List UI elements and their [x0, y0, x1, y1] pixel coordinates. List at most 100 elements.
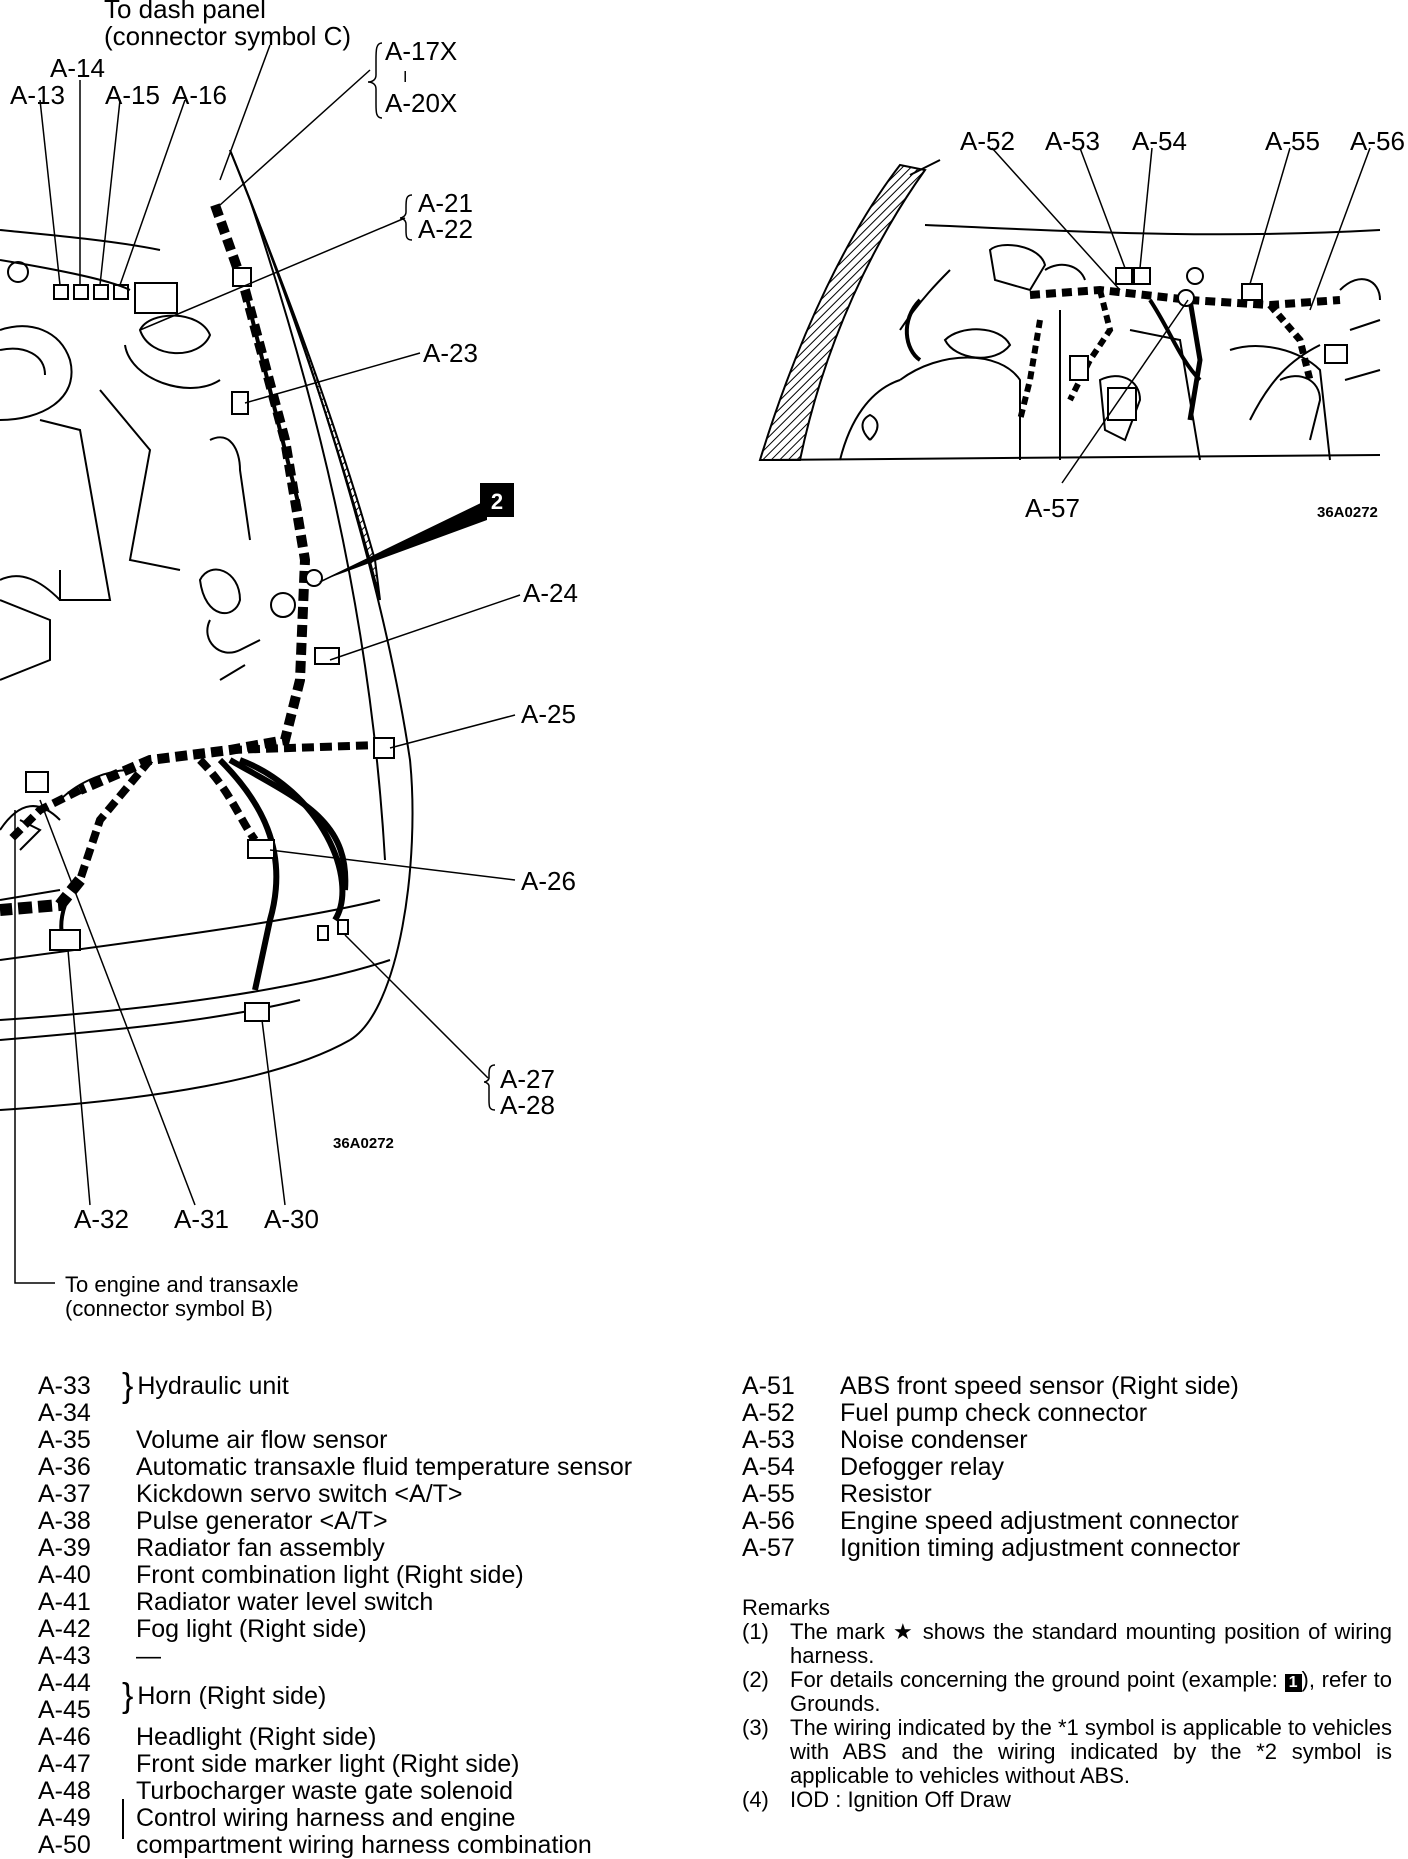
engine-note-line2: (connector symbol B): [65, 1296, 273, 1321]
ground-point-marker: 2: [318, 483, 514, 582]
legend-row: A-40 Front combination light (Right side): [38, 1562, 632, 1589]
label-a28: A-28: [500, 1090, 555, 1120]
label-a25: A-25: [521, 699, 576, 729]
remark-item: (2) For details concerning the ground po…: [742, 1668, 1392, 1716]
legend-code: A-52: [742, 1399, 795, 1427]
label-a17x: A-17X: [385, 36, 457, 66]
image-code-right: 36A0272: [1317, 504, 1378, 521]
legend-code: A-56: [742, 1507, 795, 1535]
legend-name: Control wiring harness and engine: [136, 1804, 516, 1832]
legend-name: —: [136, 1642, 161, 1670]
legend-name: Ignition timing adjustment connector: [840, 1534, 1241, 1562]
legend-code: A-41: [38, 1588, 91, 1616]
label-a57: A-57: [1025, 493, 1080, 523]
legend-code: A-46: [38, 1723, 91, 1751]
legend-code: A-44: [38, 1669, 91, 1697]
remark-number: (2): [742, 1667, 769, 1692]
leader-lines-left: [14, 42, 521, 1284]
remark-item: (3) The wiring indicated by the *1 symbo…: [742, 1716, 1392, 1788]
legend-code: A-42: [38, 1615, 91, 1643]
dash-panel-note-line1: To dash panel: [104, 0, 266, 24]
label-a54: A-54: [1132, 126, 1187, 156]
legend-row: A-57 Ignition timing adjustment connector: [742, 1535, 1240, 1562]
label-a31: A-31: [174, 1204, 229, 1234]
engine-note-line1: To engine and transaxle: [65, 1272, 299, 1297]
engine-compartment-drawing-left: [0, 149, 414, 1111]
dash-panel-note-line2: (connector symbol C): [104, 21, 351, 51]
legend-code: A-49: [38, 1804, 91, 1832]
remarks-title: Remarks: [742, 1595, 831, 1620]
legend-code: A-38: [38, 1507, 91, 1535]
range-separator: I: [403, 69, 407, 86]
wiring-diagram: 2 To dash panel (connector symbol C) A-1…: [0, 0, 1405, 1321]
label-a23: A-23: [423, 338, 478, 368]
legend-row: A-43 —: [38, 1643, 632, 1670]
legend-row-merged: } Hydraulic unit: [122, 1369, 289, 1403]
legend-name: Radiator fan assembly: [136, 1534, 385, 1562]
legend-code: A-48: [38, 1777, 91, 1805]
label-a52: A-52: [960, 126, 1015, 156]
legend-row: A-34: [38, 1400, 632, 1427]
legend-name: ABS front speed sensor (Right side): [840, 1372, 1239, 1400]
label-a53: A-53: [1045, 126, 1100, 156]
legend-row: A-55 Resistor: [742, 1481, 1240, 1508]
label-a15: A-15: [105, 80, 160, 110]
legend-code: A-45: [38, 1696, 91, 1724]
legend-name: Front side marker light (Right side): [136, 1750, 520, 1778]
remark-item: (4) IOD : Ignition Off Draw: [742, 1788, 1392, 1812]
remark-text-part: For details concerning the ground point …: [790, 1667, 1278, 1692]
label-a30: A-30: [264, 1204, 319, 1234]
legend-row: A-37 Kickdown servo switch <A/T>: [38, 1481, 632, 1508]
legend-code: A-47: [38, 1750, 91, 1778]
label-a13: A-13: [10, 80, 65, 110]
label-a26: A-26: [521, 866, 576, 896]
label-a21: A-21: [418, 188, 473, 218]
remark-number: (4): [742, 1787, 769, 1812]
legend-code: A-37: [38, 1480, 91, 1508]
label-a24: A-24: [523, 578, 578, 608]
remark-text: For details concerning the ground point …: [790, 1668, 1392, 1716]
legend-code: A-36: [38, 1453, 91, 1481]
ground-example-box: 1: [1284, 1674, 1302, 1692]
legend-row: A-38 Pulse generator <A/T>: [38, 1508, 632, 1535]
label-a14: A-14: [50, 53, 105, 83]
remark-text: The mark ★ shows the standard mounting p…: [790, 1619, 1392, 1668]
legend-code: A-43: [38, 1642, 91, 1670]
legend-code: A-35: [38, 1426, 91, 1454]
legend-code: A-57: [742, 1534, 795, 1562]
label-a32: A-32: [74, 1204, 129, 1234]
legend-name: Kickdown servo switch <A/T>: [136, 1480, 463, 1508]
image-code-left: 36A0272: [333, 1135, 394, 1152]
remark-number: (1): [742, 1619, 769, 1644]
leader-lines-right: [991, 147, 1371, 484]
legend-range-bar: [122, 1799, 124, 1839]
legend-row: A-33: [38, 1373, 632, 1400]
remark-number: (3): [742, 1715, 769, 1740]
legend-name: Front combination light (Right side): [136, 1561, 524, 1589]
connectors-right: [1069, 267, 1348, 421]
legend-name: Pulse generator <A/T>: [136, 1507, 388, 1535]
legend-code: A-33: [38, 1372, 91, 1400]
legend-name: Defogger relay: [840, 1453, 1004, 1481]
remark-item: (1) The mark ★ shows the standard mounti…: [742, 1620, 1392, 1668]
legend-row: A-42 Fog light (Right side): [38, 1616, 632, 1643]
connectors-left: [25, 267, 395, 1022]
engine-compartment-drawing-right: [758, 159, 1381, 461]
legend-name: Fog light (Right side): [136, 1615, 367, 1643]
legend-name: Resistor: [840, 1480, 932, 1508]
legend-code: A-40: [38, 1561, 91, 1589]
label-a22: A-22: [418, 214, 473, 244]
legend-name: Turbocharger waste gate solenoid: [136, 1777, 514, 1805]
legend-code: A-34: [38, 1399, 91, 1427]
legend-code: A-55: [742, 1480, 795, 1508]
legend-name: Noise condenser: [840, 1426, 1028, 1454]
